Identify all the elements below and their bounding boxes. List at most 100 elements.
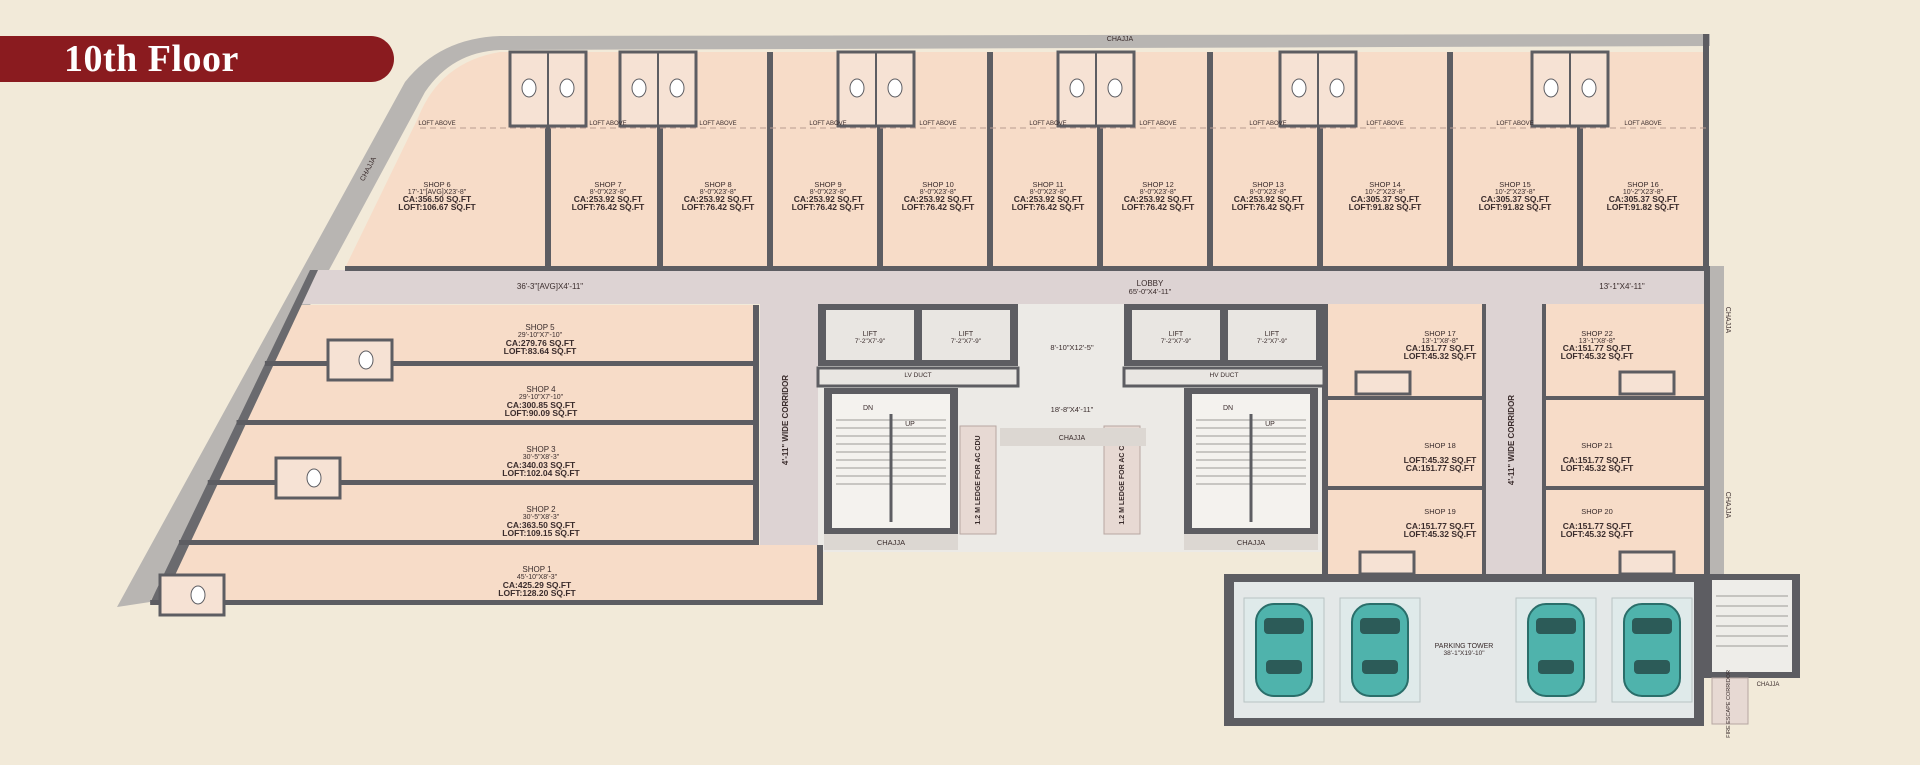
shop-partition-horizontal [178,540,756,545]
shop-partition-horizontal [150,600,820,605]
lift-dim: 7'-2"X7'-9" [1257,338,1288,345]
stair-chajja [824,534,958,550]
shop-name: SHOP 6 [423,180,450,189]
shop-ca: CA:253.92 SQ.FT [574,194,643,204]
ac-ledge-label: 1.2 M LEDGE FOR AC CDU [975,435,982,524]
car-icon [1611,597,1693,703]
loft-above-label: LOFT ABOVE [589,121,626,127]
loft-above-label: LOFT ABOVE [418,121,455,127]
ac-ledge [959,425,997,535]
chajja-label-stair: CHAJJA [877,538,905,547]
wc-unit [1358,550,1416,576]
right-block-wall [1482,304,1486,574]
shop-ca: CA:363.50 SQ.FT [507,520,576,530]
loft-above-label: LOFT ABOVE [1249,121,1286,127]
lift-car [1228,310,1316,360]
loft-above-label: LOFT ABOVE [1624,121,1661,127]
shop-loft: LOFT:45.32 SQ.FT [1404,351,1478,361]
loft-above-label: LOFT ABOVE [1029,121,1066,127]
shop-dim: 8'-0"X23'-8" [1140,189,1177,196]
right-corridor [1484,304,1542,574]
stair-up: UP [1265,421,1275,428]
shop-partition [767,52,773,268]
shop-ca: CA:305.37 SQ.FT [1609,194,1678,204]
car-rear-window [1266,660,1302,674]
shop-ca: CA:305.37 SQ.FT [1481,194,1550,204]
car-windshield [1536,618,1576,634]
duct [1122,366,1326,388]
chajja-label-fire: CHAJJA [1757,682,1780,688]
chajja-label-top: CHAJJA [1107,36,1134,43]
toilet-icon [1581,78,1597,98]
loft-above-label: LOFT ABOVE [809,121,846,127]
shop-2: SHOP 230'-5"X8'-3"CA:363.50 SQ.FTLOFT:10… [502,505,580,538]
shop-loft: LOFT:102.04 SQ.FT [502,468,580,478]
loft-above-label: LOFT ABOVE [699,121,736,127]
shop-partition [1447,52,1453,268]
shop-name: SHOP 21 [1581,441,1613,450]
shop-name: SHOP 3 [526,445,556,454]
lift-car [826,310,914,360]
shop-dim: 8'-0"X23'-8" [590,189,627,196]
car-windshield [1264,618,1304,634]
chajja-label-east: CHAJJA [1724,492,1731,519]
shop-1: SHOP 145'-10"X8'-3"CA:425.29 SQ.FTLOFT:1… [498,565,576,598]
car-windshield [1632,618,1672,634]
duct-label: HV DUCT [1210,372,1239,379]
shop-name: SHOP 15 [1499,180,1531,189]
toilet-icon [306,468,322,488]
shop-ca: CA:151.77 SQ.FT [1563,521,1632,531]
car-body [1623,603,1681,697]
shop-ca: CA:253.92 SQ.FT [684,194,753,204]
car-windshield [1360,618,1400,634]
shop-dim: 10'-2"X23'-8" [1623,189,1664,196]
lobby-low-dim: 18'-8"X4'-11" [1051,405,1094,414]
stair-dn: DN [1223,405,1233,412]
shop-loft: LOFT:76.42 SQ.FT [1012,202,1086,212]
shop-partition-horizontal [207,480,756,485]
shop-ca: CA:151.77 SQ.FT [1563,343,1632,353]
shop-ca: CA:151.77 SQ.FT [1406,521,1475,531]
right-chajja [1710,266,1724,578]
wc-unit [1354,370,1412,396]
shop-6: SHOP 617'-1"[AVG]X23'-8"CA:356.50 SQ.FTL… [398,121,476,212]
shop-partition [987,52,993,268]
fire-escape-label: FIRE ESCAPE CORRIDOR [1726,670,1732,738]
shop-name: SHOP 9 [814,180,841,189]
car-icon [1339,597,1421,703]
shop-partition [1577,52,1583,268]
loft-above-label: LOFT ABOVE [1496,121,1533,127]
car-rear-window [1362,660,1398,674]
car-icon [1515,597,1597,703]
shop-dim: 29'-10"X7'-10" [518,332,563,339]
lift-car [922,310,1010,360]
lift-car [1132,310,1220,360]
toilet-icon [1107,78,1123,98]
shop-name: SHOP 11 [1033,180,1064,189]
shop-partition-horizontal [236,420,756,425]
shop-dim: 8'-0"X23'-8" [1030,189,1067,196]
shop-loft: LOFT:76.42 SQ.FT [572,202,646,212]
shop-ca: CA:340.03 SQ.FT [507,460,576,470]
shop-dim: 8'-0"X23'-8" [920,189,957,196]
lift-label: LIFT [863,331,878,338]
corridor-left-dim: 36'-3"[AVG]X4'-11" [517,282,583,291]
main-corridor [295,270,1706,545]
shop-loft: CA:151.77 SQ.FT [1406,463,1475,473]
shop-ca: CA:253.92 SQ.FT [904,194,973,204]
shop-name: SHOP 19 [1424,507,1456,516]
shop-dim: 10'-2"X23'-8" [1495,189,1536,196]
duct [816,366,1020,388]
toilet-icon [631,78,647,98]
chajja-label-core: CHAJJA [1059,435,1086,442]
shop-loft: LOFT:76.42 SQ.FT [682,202,756,212]
shop-dim: 30'-5"X8'-3" [523,454,560,461]
shop-loft: LOFT:45.32 SQ.FT [1561,463,1635,473]
shop-name: SHOP 7 [594,180,621,189]
